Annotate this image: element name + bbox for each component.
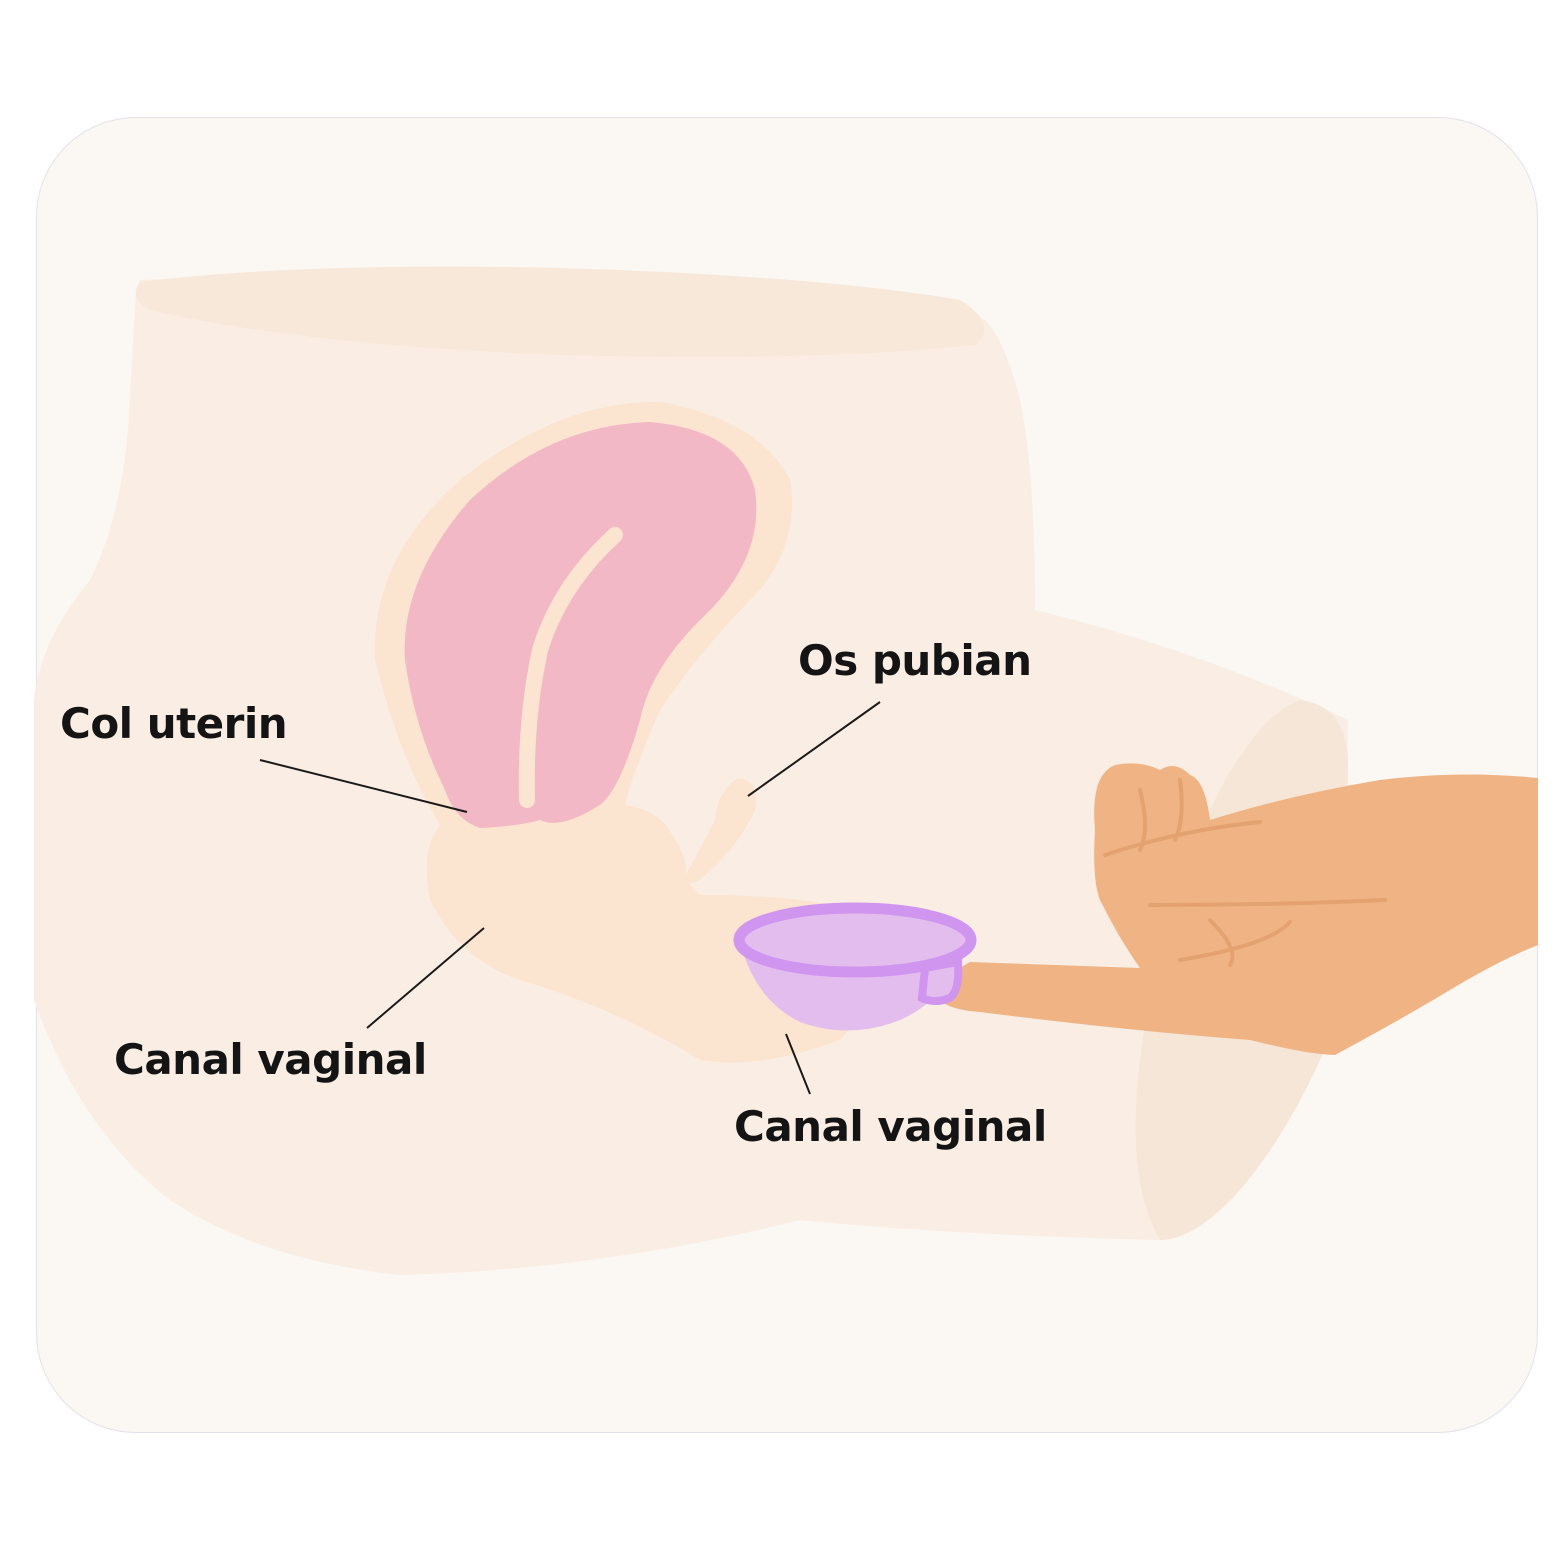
label-canal-vaginal-right: Canal vaginal — [734, 1102, 1047, 1151]
leader-col-uterin — [259, 759, 468, 813]
pubic-bone — [683, 778, 756, 884]
uterus — [404, 422, 757, 828]
uterine-canal — [518, 527, 623, 808]
hand — [940, 763, 1538, 1055]
pelvis-body — [34, 274, 1348, 1275]
label-canal-vaginal-left: Canal vaginal — [114, 1035, 427, 1084]
hand-crease — [1103, 778, 1387, 967]
torso-top-shade — [135, 266, 985, 358]
leader-os-pubian — [747, 701, 881, 797]
label-os-pubian: Os pubian — [798, 636, 1032, 685]
leader-canal-left — [366, 927, 485, 1029]
cup-tab — [917, 957, 963, 1005]
leader-canal-right — [785, 1033, 811, 1095]
cup-rim — [733, 902, 977, 978]
label-col-uterin: Col uterin — [60, 699, 288, 748]
